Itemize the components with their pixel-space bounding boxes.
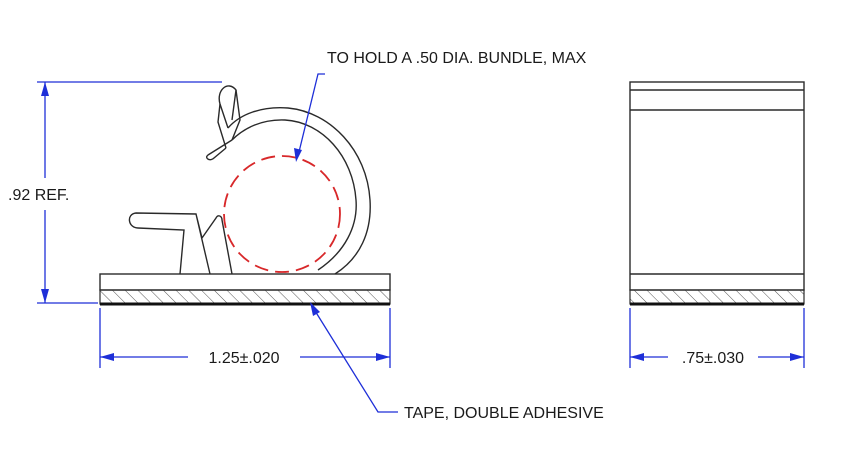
height-dimension: .92 REF. xyxy=(8,187,69,204)
side-tape-layer xyxy=(629,289,805,305)
side-body xyxy=(629,81,805,291)
depth-dimension: .75±.030 xyxy=(682,350,744,367)
clip-ring-inner xyxy=(231,119,357,271)
front-view xyxy=(99,85,391,306)
bundle-outline xyxy=(223,155,341,273)
lower-latch xyxy=(128,212,233,275)
upper-hook-stem xyxy=(217,89,241,149)
dimension-lines xyxy=(37,73,805,413)
tape-layer xyxy=(99,289,391,305)
clip-base xyxy=(99,273,391,291)
side-view xyxy=(629,81,805,306)
tape-note: TAPE, DOUBLE ADHESIVE xyxy=(404,405,604,422)
clip-ring-outer xyxy=(227,106,371,275)
upper-hook xyxy=(206,85,237,161)
width-dimension: 1.25±.020 xyxy=(208,350,279,367)
bundle-note: TO HOLD A .50 DIA. BUNDLE, MAX xyxy=(327,50,587,67)
